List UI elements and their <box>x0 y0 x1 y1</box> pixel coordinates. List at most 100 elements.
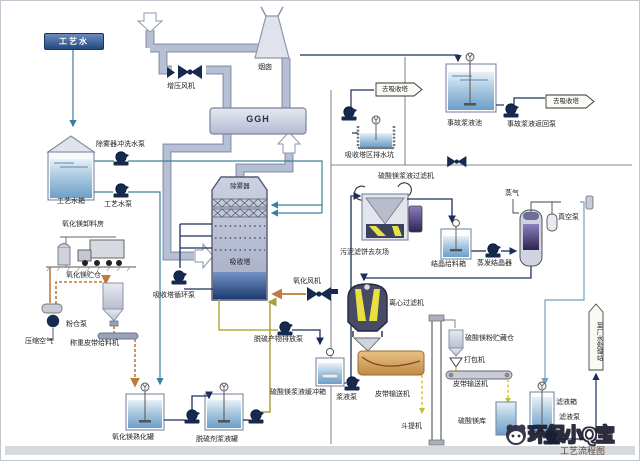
label-buffer-box: 硫酸镁浆液缓冲箱 <box>270 389 326 396</box>
label-mgso4-warehouse: 硫酸镁库 <box>458 418 486 425</box>
label-filtrate-pump: 滤液泵 <box>559 414 580 421</box>
filtrate-tank-icon <box>529 381 555 435</box>
bucket-elevator-icon <box>428 314 456 446</box>
label-booster-fan: 增压风机 <box>167 83 195 90</box>
buffer-box-icon <box>315 347 345 387</box>
process-water-tank-icon <box>46 135 96 201</box>
vacuum-system <box>447 156 594 386</box>
crystallizer-feed-pump-icon <box>485 243 502 258</box>
watermark-logo-icon <box>506 424 526 445</box>
label-emergency-tank: 事故浆液池 <box>447 120 482 127</box>
stack-icon <box>254 6 290 59</box>
label-belt-conveyor-2: 皮带输送机 <box>453 381 488 388</box>
mgo-slaking-tank-icon <box>125 382 165 431</box>
buffer-slurry-pump-icon <box>344 376 361 391</box>
watermark-text: 环保小Q宝 <box>527 424 615 446</box>
process-water-pump-icon <box>113 183 130 198</box>
gas-inlet-arrow-icon <box>136 12 164 33</box>
emergency-tank-system <box>300 52 545 113</box>
label-evap-crystallizer: 蒸发结晶器 <box>477 260 512 267</box>
label-weighing-belt-feeder: 称重皮带给料机 <box>70 340 119 347</box>
label-powder-silo-pump: 粉仓泵 <box>66 321 87 328</box>
absorber-circulation-system <box>171 223 213 290</box>
powder-silo-pump-icon <box>41 303 63 314</box>
label-drain-pit: 吸收塔区排水坑 <box>345 152 394 159</box>
label-cryst-feed-box: 结晶给料箱 <box>431 261 466 268</box>
slaking-transfer-pump-icon <box>184 409 201 424</box>
crystallization-lines <box>360 198 532 282</box>
label-demister: 除雾器 <box>230 183 250 190</box>
label-to-water-treatment: 至厂水处理站 <box>595 321 602 361</box>
label-to-absorber-1: 去吸收塔 <box>382 85 408 93</box>
to-absorber-flag-2 <box>545 94 595 109</box>
mgo-unloading-house-icon <box>46 236 136 272</box>
label-oxidation-fan: 氧化风机 <box>293 278 321 285</box>
label-mgo-unloading-house: 氧化镁卸料房 <box>62 221 104 228</box>
label-process-water-tank: 工艺水箱 <box>57 198 85 205</box>
label-filter-machine: 硫酸镁浆液过滤机 <box>378 173 434 180</box>
label-desulf-product-pump: 脱硫产物排放泵 <box>254 336 303 343</box>
desulf-product-pump-icon <box>277 321 294 336</box>
weighing-belt-feeder-icon <box>97 332 139 340</box>
label-process-water-pump: 工艺水泵 <box>104 201 132 208</box>
discharge-hopper-icon <box>352 337 382 352</box>
absorber-circ-pump-icon <box>171 270 188 285</box>
watermark: 环保小Q宝 <box>504 420 615 447</box>
process-water-lines <box>69 48 323 386</box>
ggh-box <box>209 107 307 135</box>
cryst-feed-box-icon <box>440 219 472 260</box>
slurry-transfer-lines <box>164 297 277 421</box>
mgso4-powder-silo-icon <box>447 329 465 371</box>
absorber-tower <box>211 176 268 301</box>
label-demister-flush-pump: 除雾器冲洗水泵 <box>96 141 145 148</box>
label-compressed-air: 压缩空气 <box>25 338 53 345</box>
oxidation-fan-icon <box>271 287 338 301</box>
label-absorber-circ-pump: 吸收塔循环泵 <box>153 292 195 299</box>
demister-flush-pump-icon <box>113 151 130 166</box>
booster-fan-icon <box>167 65 202 79</box>
steam-line <box>512 199 519 214</box>
pit-pump-icon <box>341 106 358 121</box>
compressed-air-line <box>50 328 54 341</box>
desulf-slurry-tank-icon <box>204 382 244 431</box>
absorber-sump <box>213 272 266 299</box>
label-bucket-elevator: 斗提机 <box>401 423 422 430</box>
vacuum-pump-icon <box>447 156 467 168</box>
mgo-silo-icon <box>97 282 140 388</box>
process-water-label-box: 工艺水 <box>44 33 104 50</box>
label-filtrate-tank: 滤液箱 <box>556 399 577 406</box>
label-vacuum-pump: 真空泵 <box>558 214 579 221</box>
absorber-inlet-arrow-icon <box>194 242 214 270</box>
demister-layers-icon <box>212 198 268 218</box>
ggh-up-arrow-icon <box>276 131 302 154</box>
label-desulf-slurry-tank: 脱硫剂浆液罐 <box>196 436 238 443</box>
to-water-treatment-banner <box>588 303 604 371</box>
label-ggh: GGH <box>246 114 270 124</box>
belt-conveyor-2-icon <box>445 370 513 403</box>
belt-conveyor-1-icon <box>357 350 425 414</box>
label-emergency-return-pump: 事故浆液返回泵 <box>507 121 556 128</box>
label-mgo-slaking-tank: 氧化镁熟化罐 <box>112 434 154 441</box>
gas-duct-system <box>136 12 302 270</box>
label-steam: 蒸气 <box>505 190 519 197</box>
label-to-absorber-2: 去吸收塔 <box>553 98 579 105</box>
label-packing-machine: 打包机 <box>464 357 485 364</box>
label-belt-conveyor-1: 皮带输送机 <box>375 391 410 398</box>
diagram-title: 工艺流程图 <box>560 446 606 456</box>
condenser-icon <box>546 213 558 232</box>
ejector-icon <box>46 314 60 328</box>
filter-machine-icon <box>354 182 423 241</box>
label-stack: 烟囱 <box>258 64 272 71</box>
evap-crystallizer-icon <box>512 199 543 267</box>
emergency-return-pump-icon <box>503 103 520 118</box>
label-absorber: 吸收塔 <box>229 259 251 266</box>
centrifugal-filter-icon <box>347 283 388 352</box>
bottom-strip <box>5 446 635 455</box>
spray-zone-icon <box>215 225 265 251</box>
drain-pit-system <box>350 89 396 150</box>
packing-machine-icon <box>449 357 463 368</box>
label-centrifugal-filter: 离心过滤机 <box>389 300 424 307</box>
label-mgso4-powder-silo: 硫酸镁粉贮藏仓 <box>465 335 514 342</box>
